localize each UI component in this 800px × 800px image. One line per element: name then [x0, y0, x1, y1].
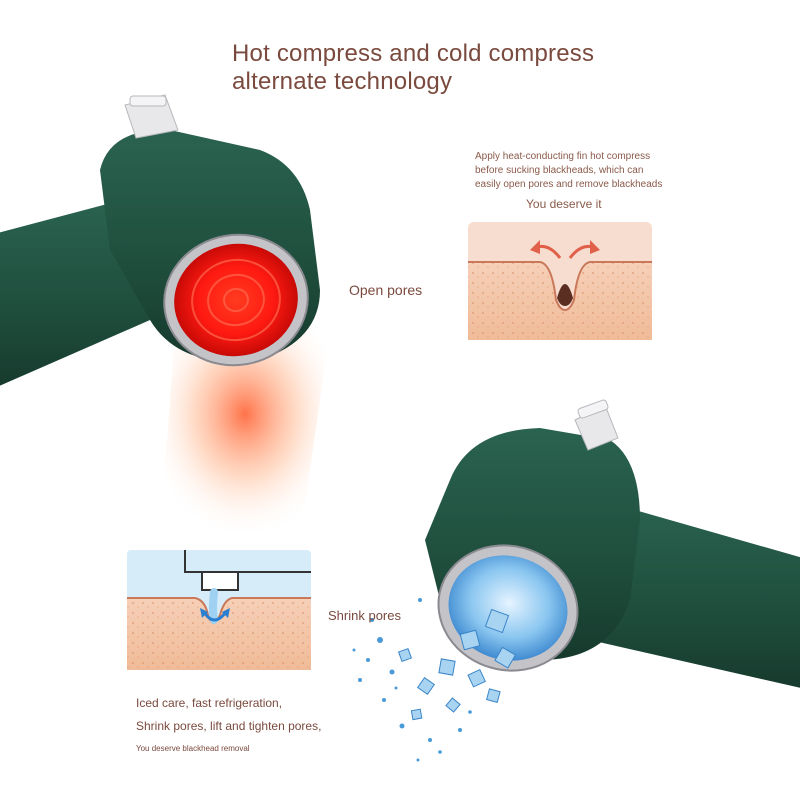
- headline: Hot compress and cold compress alternate…: [232, 40, 752, 96]
- headline-line2: alternate technology: [232, 68, 453, 95]
- hot-tagline: You deserve it: [526, 197, 602, 211]
- hot-description-line3: easily open pores and remove blackheads: [475, 179, 663, 190]
- cold-description-line1: Iced care, fast refrigeration,: [136, 696, 283, 710]
- heat-glow: [160, 330, 330, 540]
- shrink-pores-label: Shrink pores: [328, 608, 401, 623]
- cold-description-line2: Shrink pores, lift and tighten pores,: [136, 719, 322, 733]
- cold-tagline: You deserve blackhead removal: [136, 744, 250, 753]
- open-pores-diagram: [468, 222, 652, 340]
- headline-line1: Hot compress and cold compress: [232, 40, 595, 67]
- hot-description-line2: before sucking blackheads, which can: [475, 165, 644, 176]
- open-pores-label: Open pores: [349, 282, 423, 298]
- cold-device: [425, 399, 800, 688]
- water-droplets: [352, 598, 472, 762]
- ice-splash: [397, 608, 517, 721]
- hot-description-line1: Apply heat-conducting fin hot compress: [475, 151, 651, 162]
- shrink-pores-diagram: [127, 550, 311, 670]
- hot-description: Apply heat-conducting fin hot compress b…: [475, 150, 775, 192]
- hot-device: [0, 94, 320, 386]
